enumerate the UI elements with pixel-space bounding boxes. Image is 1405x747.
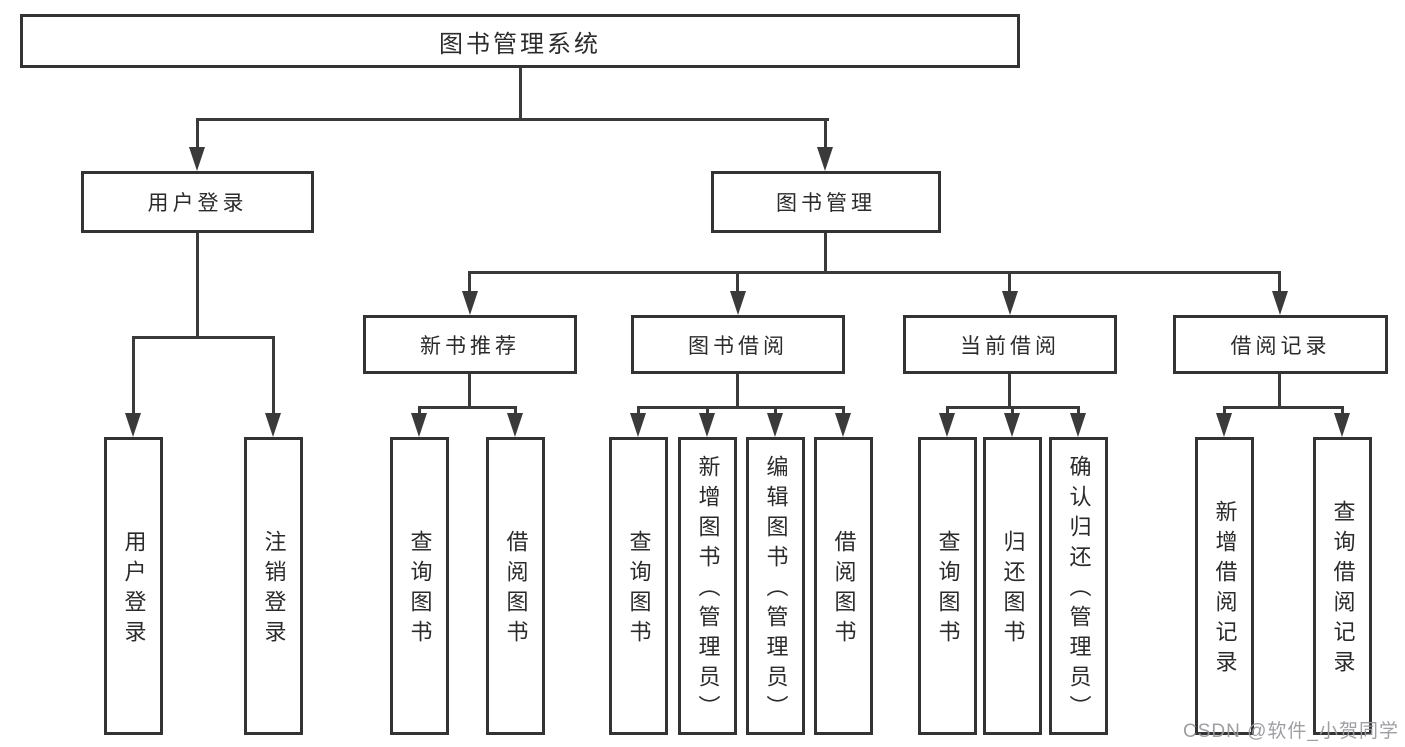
arrow-head — [1004, 413, 1020, 437]
node-current-borrow: 当前借阅 — [903, 315, 1117, 374]
connector-line — [468, 271, 1281, 274]
watermark: CSDN @软件_小贺同学 — [1183, 721, 1399, 742]
arrow-head — [1334, 413, 1350, 437]
connector-line — [196, 118, 829, 121]
node-label: 图书管理系统 — [439, 30, 601, 58]
connector-line — [736, 374, 739, 408]
connector-line — [1008, 271, 1011, 293]
arrow-head — [630, 413, 646, 437]
connector-line — [1223, 406, 1344, 409]
connector-line — [637, 406, 845, 409]
node-label: 用户登录 — [147, 192, 248, 215]
connector-line — [519, 68, 522, 120]
connector-line — [842, 406, 845, 415]
node-leaf-borrow-books-recommend: 借阅图书 — [486, 437, 545, 735]
connector-line — [1011, 406, 1014, 415]
node-leaf-logout: 注销登录 — [244, 437, 303, 735]
connector-line — [1341, 406, 1344, 415]
node-label: 新增图书（管理员） — [695, 455, 721, 725]
node-leaf-confirm-return-admin: 确认归还（管理员） — [1049, 437, 1108, 735]
connector-line — [824, 233, 827, 273]
connector-line — [418, 406, 517, 409]
node-label: 用户登录 — [121, 530, 147, 650]
node-leaf-add-book-admin: 新增图书（管理员） — [678, 437, 737, 735]
node-label: 借阅图书 — [503, 530, 529, 650]
connector-line — [196, 233, 199, 338]
node-book-management: 图书管理 — [711, 171, 941, 233]
node-label: 查询图书 — [935, 530, 961, 650]
connector-line — [946, 406, 949, 415]
arrow-head — [730, 291, 746, 315]
node-label: 归还图书 — [1000, 530, 1026, 650]
node-label: 查询图书 — [626, 530, 652, 650]
connector-line — [272, 336, 275, 414]
connector-line — [1278, 271, 1281, 293]
node-leaf-edit-book-admin: 编辑图书（管理员） — [746, 437, 805, 735]
arrow-head — [817, 147, 833, 171]
node-label: 新书推荐 — [420, 334, 520, 358]
node-label: 查询图书 — [407, 530, 433, 650]
arrow-head — [1070, 413, 1086, 437]
node-leaf-query-borrow-record: 查询借阅记录 — [1313, 437, 1372, 735]
connector-line — [774, 406, 777, 415]
arrow-head — [1216, 413, 1232, 437]
node-borrow-record: 借阅记录 — [1173, 315, 1388, 374]
node-user-login: 用户登录 — [81, 171, 314, 233]
node-label: 新增借阅记录 — [1212, 500, 1238, 680]
arrow-head — [411, 413, 427, 437]
arrow-head — [265, 413, 281, 437]
arrow-head — [189, 147, 205, 171]
connector-line — [468, 374, 471, 408]
connector-line — [132, 336, 275, 339]
node-leaf-return-book: 归还图书 — [983, 437, 1042, 735]
node-book-borrow: 图书借阅 — [631, 315, 845, 374]
arrow-head — [939, 413, 955, 437]
node-leaf-query-books-current: 查询图书 — [918, 437, 977, 735]
node-leaf-query-books-recommend: 查询图书 — [390, 437, 449, 735]
arrow-head — [835, 413, 851, 437]
node-label: 确认归还（管理员） — [1066, 455, 1092, 725]
node-label: 查询借阅记录 — [1330, 500, 1356, 680]
arrow-head — [767, 413, 783, 437]
arrow-head — [507, 413, 523, 437]
connector-line — [736, 271, 739, 293]
arrow-head — [1272, 291, 1288, 315]
arrow-head — [462, 291, 478, 315]
node-leaf-user-login: 用户登录 — [104, 437, 163, 735]
connector-line — [824, 118, 827, 148]
node-label: 编辑图书（管理员） — [763, 455, 789, 725]
node-library-system: 图书管理系统 — [20, 14, 1020, 68]
connector-line — [637, 406, 640, 415]
arrow-head — [1002, 291, 1018, 315]
node-label: 图书管理 — [776, 192, 876, 215]
node-label: 借阅图书 — [831, 530, 857, 650]
connector-line — [1223, 406, 1226, 415]
node-leaf-query-books-borrow: 查询图书 — [609, 437, 668, 735]
connector-line — [1008, 374, 1011, 408]
node-leaf-borrow-books: 借阅图书 — [814, 437, 873, 735]
connector-line — [1077, 406, 1080, 415]
connector-line — [132, 336, 135, 414]
node-label: 当前借阅 — [960, 334, 1060, 358]
node-label: 图书借阅 — [688, 334, 788, 358]
node-new-book-recommend: 新书推荐 — [363, 315, 577, 374]
arrow-head — [125, 413, 141, 437]
node-label: 借阅记录 — [1230, 334, 1331, 358]
connector-line — [418, 406, 421, 415]
connector-line — [468, 271, 471, 293]
node-label: 注销登录 — [261, 530, 287, 650]
arrow-head — [699, 413, 715, 437]
connector-line — [1278, 374, 1281, 408]
connector-line — [706, 406, 709, 415]
connector-line — [196, 118, 199, 148]
connector-line — [514, 406, 517, 415]
node-leaf-add-borrow-record: 新增借阅记录 — [1195, 437, 1254, 735]
